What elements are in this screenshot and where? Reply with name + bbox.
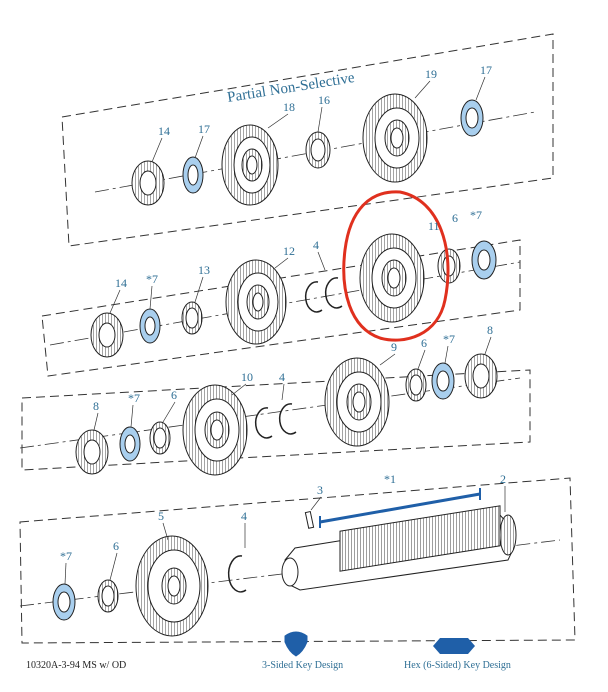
bearing-17b <box>460 99 484 137</box>
label-14a: 14 <box>158 124 170 138</box>
bearing-17a <box>182 156 204 194</box>
label-8b: 8 <box>487 323 493 337</box>
label-7c: *7 <box>128 391 140 405</box>
label-18: 18 <box>283 100 295 114</box>
label-8a: 8 <box>93 399 99 413</box>
label-13: 13 <box>198 263 210 277</box>
hex-key-label: Hex (6-Sided) Key Design <box>404 660 511 671</box>
gear-11 <box>359 233 425 323</box>
label-1: *1 <box>384 472 396 486</box>
highlight-circle <box>342 190 450 342</box>
ring-6d <box>97 579 119 613</box>
snap-rings-4a <box>304 277 343 313</box>
label-7d: *7 <box>443 332 455 346</box>
row-4-parts <box>52 505 517 637</box>
gear-12 <box>225 259 287 345</box>
label-17a: 17 <box>198 122 210 136</box>
three-sided-key-label: 3-Sided Key Design <box>262 660 343 671</box>
gear-8b <box>464 353 498 399</box>
bearing-7c <box>119 426 141 462</box>
row-2-parts <box>90 233 497 358</box>
label-4b: 4 <box>279 370 285 384</box>
snap-rings-4b <box>254 403 297 439</box>
label-19: 19 <box>425 67 437 81</box>
part-number-label: 10320A-3-94 MS w/ OD <box>26 660 126 671</box>
three-sided-key-icon <box>284 631 308 657</box>
label-9: 9 <box>391 340 397 354</box>
gear-10 <box>182 384 248 476</box>
ring-6c <box>405 368 427 402</box>
label-6b: 6 <box>171 388 177 402</box>
label-12: 12 <box>283 244 295 258</box>
ring-6b <box>149 421 171 455</box>
bearing-7a <box>139 308 161 344</box>
label-16: 16 <box>318 93 330 107</box>
gear-18 <box>221 124 279 206</box>
label-4c: 4 <box>241 509 247 523</box>
label-17b: 17 <box>480 63 492 77</box>
gear-9 <box>324 357 390 447</box>
gear-14b <box>90 312 124 358</box>
bearing-7d <box>431 362 455 400</box>
label-6c: 6 <box>421 336 427 350</box>
label-4a: 4 <box>313 238 319 252</box>
bearing-7e <box>52 583 76 621</box>
gear-19 <box>362 93 428 183</box>
row-1-parts <box>131 93 484 206</box>
snap-ring-4c <box>227 555 247 593</box>
label-7b: *7 <box>470 208 482 222</box>
ring-13 <box>181 301 203 335</box>
label-3: 3 <box>317 483 323 497</box>
label-6d: 6 <box>113 539 119 553</box>
label-6a: 6 <box>452 211 458 225</box>
bearing-7b <box>471 240 497 280</box>
part-labels: 14 17 18 16 19 17 14 *7 13 12 4 11 6 *7 … <box>60 63 506 563</box>
label-7e: *7 <box>60 549 72 563</box>
label-5: 5 <box>158 509 164 523</box>
hex-key-icon <box>433 638 475 654</box>
shaft-dimension-bar <box>319 492 481 524</box>
frame-bottom <box>19 477 576 644</box>
gear-5 <box>135 535 209 637</box>
frame-second <box>41 239 521 377</box>
label-10: 10 <box>241 370 253 384</box>
pin-3 <box>304 510 315 529</box>
row-3-parts <box>75 353 498 476</box>
gear-8a <box>75 429 109 475</box>
gear-14a <box>131 160 165 206</box>
ring-16 <box>305 131 331 169</box>
leader-lines <box>64 76 506 585</box>
label-11: 11 <box>428 219 440 233</box>
main-shaft-2 <box>281 505 517 591</box>
label-2: 2 <box>500 472 506 486</box>
label-14b: 14 <box>115 276 127 290</box>
label-7a: *7 <box>146 272 158 286</box>
